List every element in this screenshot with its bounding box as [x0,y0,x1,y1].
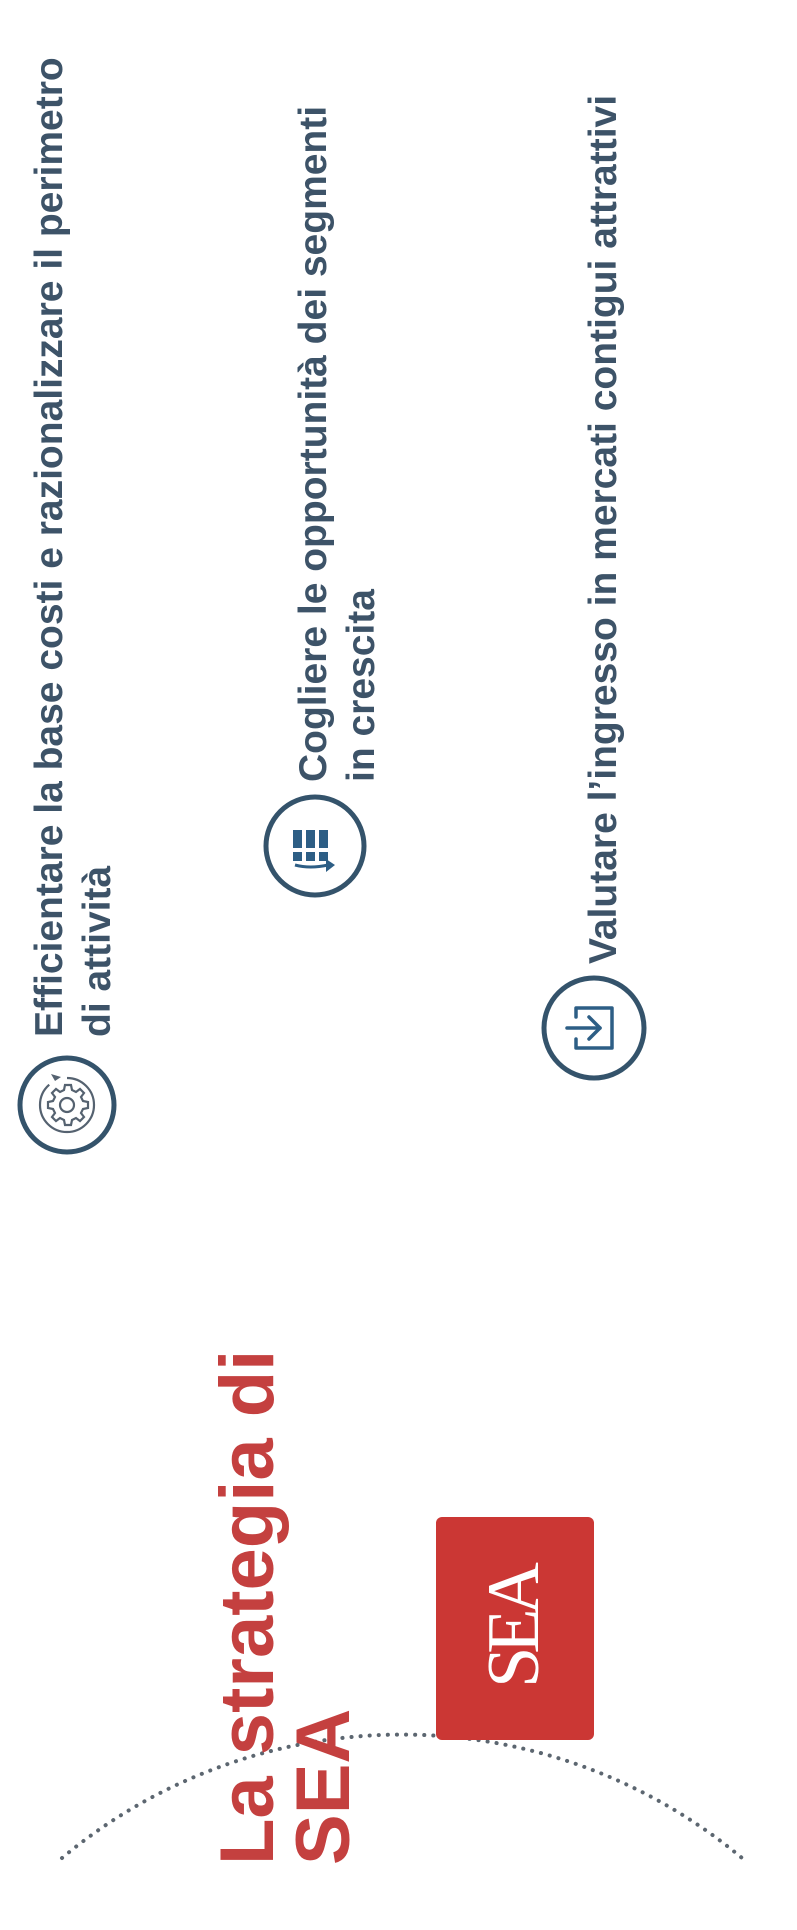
title-line-1: La strategia di [205,1349,290,1865]
strategy-text-3: Valutare l’ingresso in mercati contigui … [582,94,625,964]
dotted-arc [60,1732,744,1860]
sea-logo: SEA [436,1517,594,1740]
strategy-text-2: Cogliere le opportunità dei segmenti in … [292,105,383,782]
growth-chart-icon [263,794,367,898]
entry-arrow-icon [541,975,647,1081]
title-line-2: SEA [281,1708,366,1865]
gear-cycle-icon [17,1055,117,1155]
sea-logo-text: SEA [473,1569,555,1688]
strategy-text-1: Efficientare la base costi e razionalizz… [28,57,119,1037]
slide-title: La strategia di SEA [205,1349,366,1865]
